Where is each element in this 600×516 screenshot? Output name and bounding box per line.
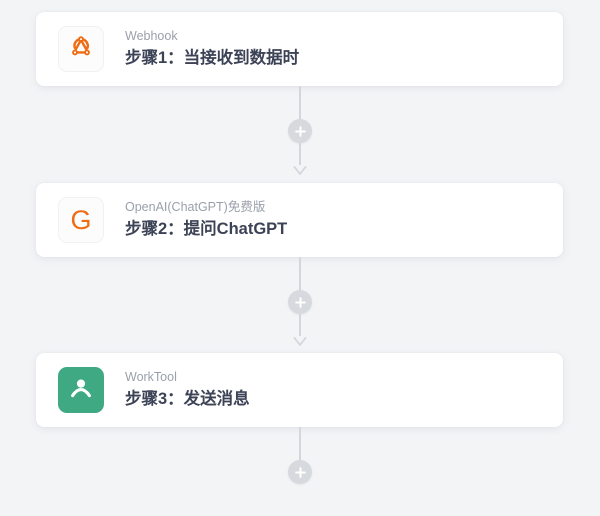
add-step-button-1[interactable] — [288, 119, 312, 143]
connector-line-upper-2 — [299, 257, 301, 290]
person-icon — [67, 374, 95, 407]
workflow-connector-2 — [0, 257, 600, 348]
workflow-step-card-3[interactable]: WorkTool 步骤3：发送消息 — [36, 353, 563, 427]
step-title-2: 步骤2：提问ChatGPT — [125, 220, 288, 239]
worktool-icon-tile — [58, 367, 104, 413]
step-card-text-1: Webhook 步骤1：当接收到数据时 — [125, 28, 299, 69]
webhook-icon-tile — [58, 26, 104, 72]
add-step-button-3[interactable] — [288, 460, 312, 484]
step-title-3: 步骤3：发送消息 — [125, 390, 250, 409]
step-app-name-3: WorkTool — [125, 370, 177, 385]
letter-g-icon: G — [70, 204, 92, 235]
plus-icon — [294, 296, 306, 308]
step-app-name-2: OpenAI(ChatGPT)免费版 — [125, 200, 266, 215]
plus-icon — [294, 466, 306, 478]
workflow-connector-1 — [0, 86, 600, 177]
connector-line-lower-1 — [299, 143, 301, 165]
connector-line-lower-2 — [299, 314, 301, 336]
step-title-1: 步骤1：当接收到数据时 — [125, 49, 300, 68]
webhook-icon — [66, 32, 96, 67]
workflow-step-card-1[interactable]: Webhook 步骤1：当接收到数据时 — [36, 12, 563, 86]
arrow-down-icon-1 — [293, 166, 307, 175]
step-app-name-1: Webhook — [125, 29, 178, 44]
connector-line-upper-3 — [299, 427, 301, 460]
step-card-text-2: OpenAI(ChatGPT)免费版 步骤2：提问ChatGPT — [125, 199, 287, 240]
connector-line-upper-1 — [299, 86, 301, 119]
workflow-step-card-2[interactable]: G OpenAI(ChatGPT)免费版 步骤2：提问ChatGPT — [36, 183, 563, 257]
openai-icon-tile: G — [58, 197, 104, 243]
workflow-connector-3 — [0, 427, 600, 484]
add-step-button-2[interactable] — [288, 290, 312, 314]
arrow-down-icon-2 — [293, 337, 307, 346]
plus-icon — [294, 125, 306, 137]
step-card-text-3: WorkTool 步骤3：发送消息 — [125, 369, 250, 410]
